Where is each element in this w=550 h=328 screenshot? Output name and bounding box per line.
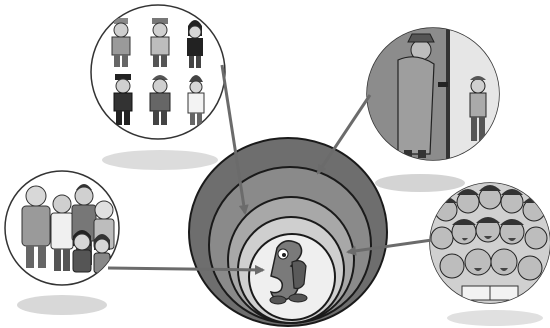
bubble-family xyxy=(5,171,119,285)
arrow-family-to-center xyxy=(108,268,263,270)
bubble-children-crowd xyxy=(428,180,550,306)
shadow-family xyxy=(17,295,107,315)
bubble-professions xyxy=(91,5,225,139)
bubble-eavesdropping xyxy=(367,28,510,163)
shadow-professions xyxy=(102,150,218,170)
shadow-kids xyxy=(447,310,543,326)
shadow-door xyxy=(375,174,465,192)
